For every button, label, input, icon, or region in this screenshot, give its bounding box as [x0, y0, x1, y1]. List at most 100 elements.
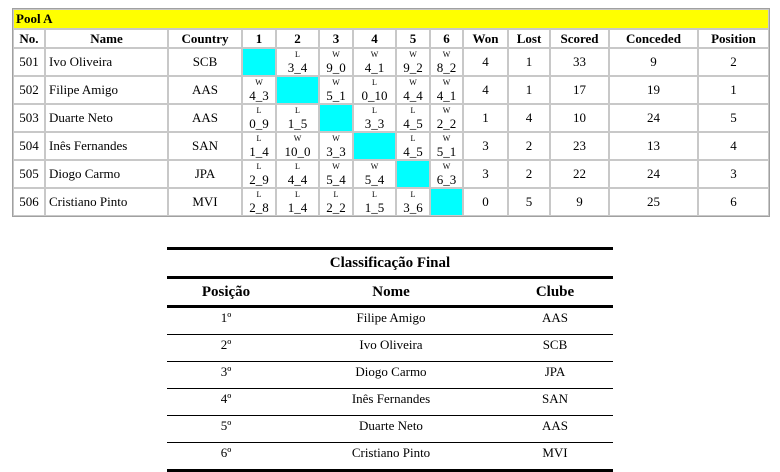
- bout-score: 1_4: [249, 143, 269, 159]
- final-club: MVI: [497, 442, 613, 472]
- fencer-lost: 1: [508, 48, 550, 76]
- bout-outcome: L: [295, 105, 300, 115]
- fencer-position: 3: [698, 160, 770, 188]
- fencer-country: MVI: [168, 188, 242, 216]
- bout-score: 5_4: [326, 171, 346, 187]
- self-bout-cell: [276, 76, 319, 104]
- final-pos: 4º: [167, 388, 285, 416]
- bout-outcome: W: [409, 49, 417, 59]
- bout-outcome: L: [256, 133, 262, 143]
- fencer-conceded: 24: [609, 104, 698, 132]
- bout-score: 5_1: [436, 143, 457, 159]
- fencer-number: 502: [13, 76, 45, 104]
- final-title: Classificação Final: [167, 247, 613, 279]
- fencer-number: 501: [13, 48, 45, 76]
- column-header: 1: [242, 29, 276, 48]
- fencer-name: Diogo Carmo: [45, 160, 168, 188]
- final-name: Inês Fernandes: [285, 388, 497, 416]
- bout-score: 2_8: [249, 199, 269, 215]
- bout-outcome: W: [332, 49, 340, 59]
- fencer-country: SCB: [168, 48, 242, 76]
- fencer-country: AAS: [168, 76, 242, 104]
- bout-score: 2_2: [436, 115, 457, 131]
- fencer-name: Cristiano Pinto: [45, 188, 168, 216]
- fencer-won: 0: [463, 188, 508, 216]
- column-header: Lost: [508, 29, 550, 48]
- final-pos: 1º: [167, 306, 285, 335]
- bout-score: 4_5: [403, 143, 423, 159]
- fencer-name: Ivo Oliveira: [45, 48, 168, 76]
- column-header: Position: [698, 29, 770, 48]
- bout-outcome: W: [293, 133, 302, 143]
- bout-outcome: L: [410, 105, 416, 115]
- fencer-lost: 2: [508, 132, 550, 160]
- final-name: Diogo Carmo: [285, 361, 497, 389]
- self-bout-cell: [430, 188, 463, 216]
- final-name: Filipe Amigo: [285, 306, 497, 335]
- bout-score: 0_9: [249, 115, 269, 131]
- bout-score: 1_4: [287, 199, 308, 215]
- pool-title: Pool A: [13, 9, 770, 29]
- fencer-position: 4: [698, 132, 770, 160]
- final-pos: 5º: [167, 415, 285, 443]
- fencer-won: 4: [463, 76, 508, 104]
- bout-score: 4_1: [364, 59, 385, 75]
- bout-score: 2_2: [326, 199, 346, 215]
- bout-outcome: L: [372, 189, 377, 199]
- fencer-country: AAS: [168, 104, 242, 132]
- column-header: No.: [13, 29, 45, 48]
- bout-outcome: L: [372, 77, 377, 87]
- bout-outcome: W: [370, 49, 379, 59]
- bout-score: 1_5: [364, 199, 385, 215]
- bout-outcome: L: [295, 189, 300, 199]
- bout-score: 4_4: [403, 87, 423, 103]
- fencer-number: 505: [13, 160, 45, 188]
- column-header: 3: [319, 29, 353, 48]
- column-header: Country: [168, 29, 242, 48]
- bout-score: 9_2: [403, 59, 423, 75]
- bout-score: 2_9: [249, 171, 269, 187]
- fencer-scored: 17: [550, 76, 609, 104]
- bout-score: 5_1: [326, 87, 346, 103]
- bout-outcome: L: [295, 161, 300, 171]
- final-column-header: Nome: [285, 277, 497, 308]
- final-name: Duarte Neto: [285, 415, 497, 443]
- final-pos: 3º: [167, 361, 285, 389]
